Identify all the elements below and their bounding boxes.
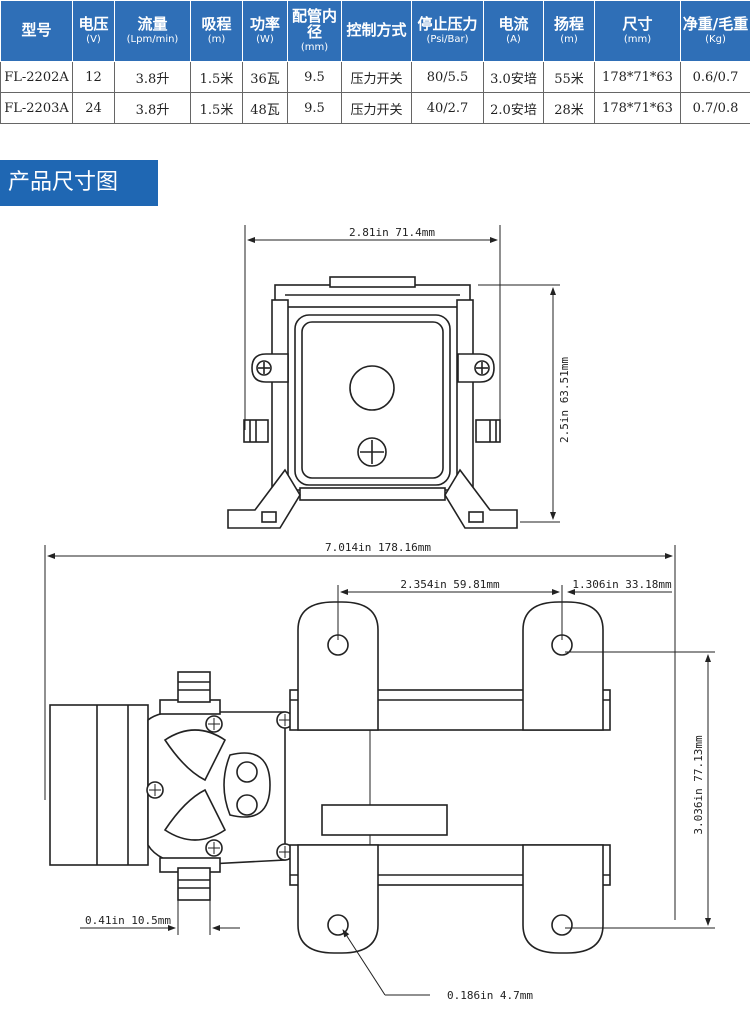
table-cell: 178*71*63	[594, 92, 681, 124]
header-title: 功率	[249, 14, 280, 33]
table-cell: 2.0安培	[483, 92, 544, 124]
table-cell: 178*71*63	[594, 61, 681, 93]
table-cell: 55米	[543, 61, 595, 93]
header-cell: 配管内径(mm)	[287, 0, 342, 62]
header-cell: 净重/毛重(Kg)	[680, 0, 750, 62]
header-unit: (Lpm/min)	[126, 33, 179, 45]
dim-hole-diameter: 0.186in 4.7mm	[447, 989, 533, 1002]
header-cell: 控制方式	[341, 0, 412, 62]
header-cell: 扬程(m)	[543, 0, 595, 62]
header-title: 控制方式	[346, 21, 407, 40]
table-cell: 3.8升	[114, 61, 191, 93]
table-cell: FL-2203A	[0, 92, 73, 124]
table-cell: 0.7/0.8	[680, 92, 750, 124]
header-unit: (m)	[207, 33, 226, 45]
table-cell: 40/2.7	[411, 92, 484, 124]
dim-inlet-diameter: 0.41in 10.5mm	[85, 914, 171, 927]
header-unit: (mm)	[623, 33, 652, 45]
header-cell: 吸程(m)	[190, 0, 243, 62]
header-unit: (A)	[506, 33, 521, 45]
header-title: 型号	[21, 21, 52, 40]
table-header-row: 型号电压(V)流量(Lpm/min)吸程(m)功率(W)配管内径(mm)控制方式…	[0, 0, 750, 62]
header-unit: (Kg)	[705, 33, 726, 45]
header-title: 电流	[498, 14, 529, 33]
spec-table-container: 型号电压(V)流量(Lpm/min)吸程(m)功率(W)配管内径(mm)控制方式…	[0, 0, 750, 124]
header-title: 尺寸	[622, 14, 653, 33]
front-view	[227, 276, 518, 529]
table-cell: FL-2202A	[0, 61, 73, 93]
header-unit: (m)	[560, 33, 578, 45]
plan-view	[49, 601, 611, 954]
dim-top-height: 2.5in 63.51mm	[558, 357, 571, 443]
table-cell: 压力开关	[341, 61, 412, 93]
header-unit: (mm)	[300, 41, 329, 53]
header-title: 净重/毛重	[682, 14, 749, 33]
header-title: 流量	[137, 14, 168, 33]
table-cell: 0.6/0.7	[680, 61, 750, 93]
header-unit: (V)	[86, 33, 101, 45]
header-title: 吸程	[201, 14, 232, 33]
header-title: 配管内径	[291, 7, 337, 41]
dim-hole-spacing: 2.354in 59.81mm	[400, 578, 500, 591]
table-cell: 28米	[543, 92, 595, 124]
dim-hole-to-end: 1.306in 33.18mm	[572, 578, 672, 591]
header-cell: 电流(A)	[483, 0, 544, 62]
header-cell: 尺寸(mm)	[594, 0, 681, 62]
spec-table: 型号电压(V)流量(Lpm/min)吸程(m)功率(W)配管内径(mm)控制方式…	[0, 0, 750, 124]
dim-mount-width: 3.036in 77.13mm	[692, 735, 705, 835]
header-title: 扬程	[553, 14, 584, 33]
header-title: 停止压力	[417, 14, 478, 33]
table-cell: 48瓦	[242, 92, 288, 124]
header-unit: (W)	[256, 33, 274, 45]
section-title: 产品尺寸图	[0, 160, 158, 206]
table-cell: 1.5米	[190, 92, 243, 124]
dim-total-length: 7.014in 178.16mm	[325, 541, 431, 554]
table-cell: 压力开关	[341, 92, 412, 124]
header-cell: 型号	[0, 0, 73, 62]
header-title: 电压	[78, 14, 109, 33]
table-cell: 80/5.5	[411, 61, 484, 93]
dim-top-width: 2.81in 71.4mm	[349, 226, 435, 239]
header-unit: (Psi/Bar)	[426, 33, 469, 45]
